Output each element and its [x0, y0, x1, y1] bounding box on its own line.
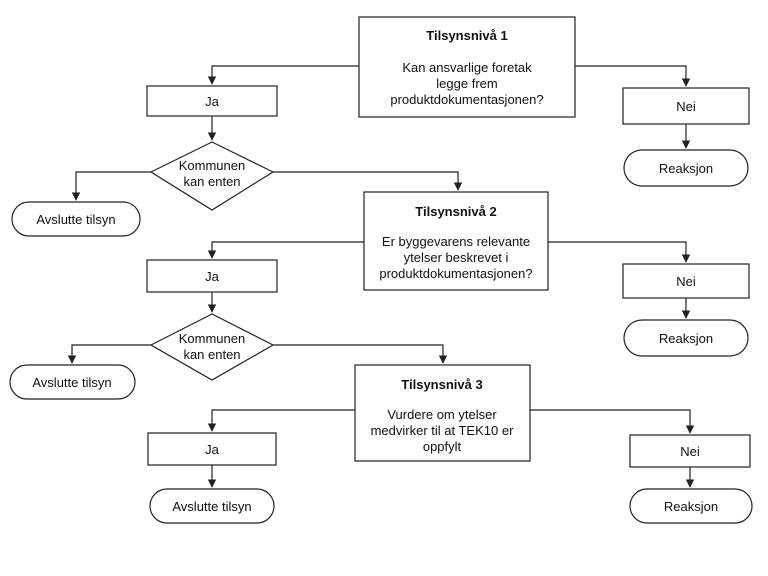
level2-question-line: ytelser beskrevet i — [404, 250, 509, 265]
level1-group: Tilsynsnivå 1 Kan ansvarlige foretak leg… — [11, 16, 750, 237]
level3-no-label: Nei — [680, 444, 700, 459]
level3-question-box: Tilsynsnivå 3 Vurdere om ytelser medvirk… — [354, 364, 531, 462]
level1-yes-box: Ja — [146, 85, 278, 117]
level2-question-line: produktdokumentasjonen? — [379, 266, 532, 281]
level3-reaction-terminator: Reaksjon — [629, 488, 753, 524]
connectors — [67, 65, 695, 488]
level1-end-terminator: Avslutte tilsyn — [11, 201, 141, 237]
level2-question-box: Tilsynsnivå 2 Er byggevarens relevante y… — [363, 191, 549, 291]
level2-reaction-label: Reaksjon — [659, 331, 713, 346]
level2-yes-label: Ja — [205, 269, 220, 284]
level2-decision-line: kan enten — [183, 347, 240, 362]
level3-end-label: Avslutte tilsyn — [172, 499, 251, 514]
connector-l3-to-no — [530, 409, 695, 434]
level2-end-label: Avslutte tilsyn — [32, 375, 111, 390]
level1-decision-diamond: Kommunen kan enten — [149, 141, 275, 211]
level3-question-line: medvirker til at TEK10 er — [371, 423, 514, 438]
level1-reaction-terminator: Reaksjon — [623, 149, 749, 187]
level1-reaction-label: Reaksjon — [659, 161, 713, 176]
connector-l1-decision-to-level2 — [273, 171, 463, 191]
level3-yes-label: Ja — [205, 442, 220, 457]
connector-l1-decision-to-end — [71, 171, 151, 201]
level3-group: Tilsynsnivå 3 Vurdere om ytelser medvirk… — [147, 364, 753, 524]
level1-question-line: produktdokumentasjonen? — [390, 92, 543, 107]
level3-reaction-label: Reaksjon — [664, 499, 718, 514]
level3-no-box: Nei — [629, 434, 751, 468]
level2-title: Tilsynsnivå 2 — [415, 204, 496, 219]
level3-question-line: Vurdere om ytelser — [387, 407, 497, 422]
level2-reaction-terminator: Reaksjon — [623, 319, 749, 357]
level2-decision-line: Kommunen — [179, 331, 245, 346]
level2-no-label: Nei — [676, 274, 696, 289]
level1-question-line: Kan ansvarlige foretak — [402, 60, 532, 75]
level3-yes-box: Ja — [147, 432, 277, 466]
level1-yes-label: Ja — [205, 94, 220, 109]
connector-l2-to-no — [548, 241, 691, 263]
level2-decision-diamond: Kommunen kan enten — [149, 313, 275, 381]
level1-no-label: Nei — [676, 99, 696, 114]
connector-l2-decision-to-end — [67, 344, 151, 364]
level1-decision-line: Kommunen — [179, 158, 245, 173]
level2-question-line: Er byggevarens relevante — [382, 234, 530, 249]
level2-no-box: Nei — [622, 263, 750, 299]
connector-l3-to-yes — [207, 409, 355, 432]
level1-decision-line: kan enten — [183, 174, 240, 189]
level3-question-line: oppfylt — [423, 439, 462, 454]
connector-l1-to-no — [575, 65, 691, 87]
level2-yes-box: Ja — [146, 259, 278, 293]
level2-end-terminator: Avslutte tilsyn — [9, 364, 136, 400]
level1-question-box: Tilsynsnivå 1 Kan ansvarlige foretak leg… — [358, 16, 576, 118]
level1-end-label: Avslutte tilsyn — [36, 212, 115, 227]
connector-l1-to-yes — [207, 65, 359, 85]
level2-group: Tilsynsnivå 2 Er byggevarens relevante y… — [9, 191, 750, 400]
level3-end-terminator: Avslutte tilsyn — [149, 488, 275, 524]
level1-question-line: legge frem — [436, 76, 497, 91]
connector-l2-to-yes — [207, 241, 364, 259]
level1-no-box: Nei — [622, 87, 750, 125]
connector-l2-decision-to-level3 — [273, 344, 448, 364]
level1-title: Tilsynsnivå 1 — [426, 28, 507, 43]
level3-title: Tilsynsnivå 3 — [401, 377, 482, 392]
